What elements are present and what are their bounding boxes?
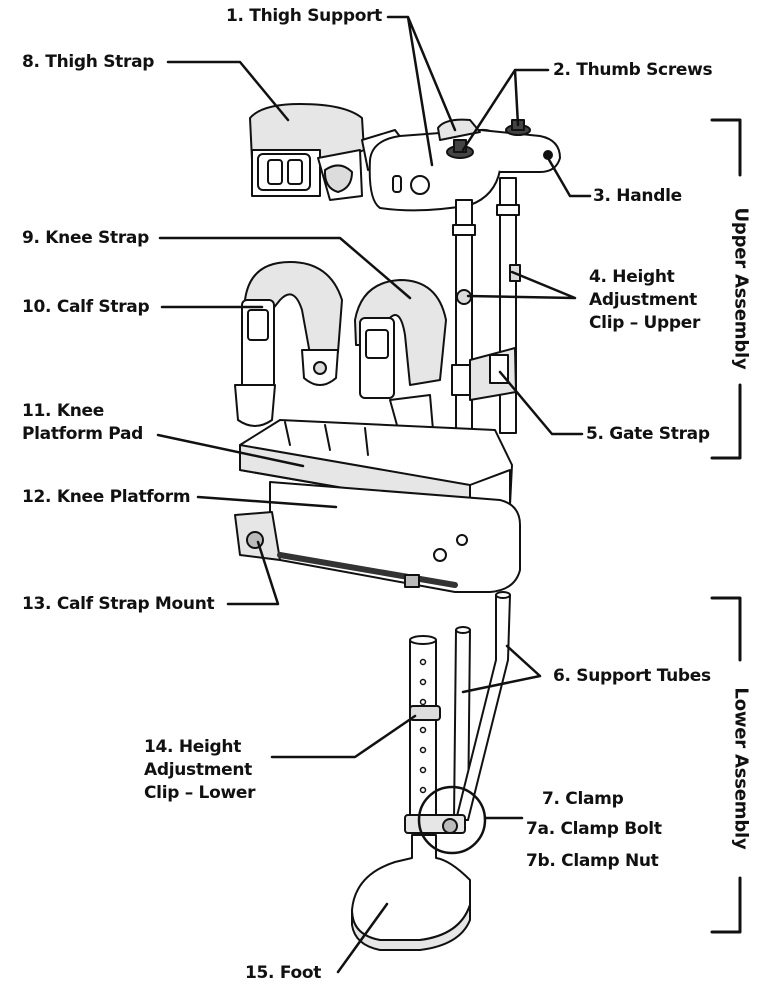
leader-thigh-support — [386, 15, 457, 167]
group-label-lower-assembly: Lower Assembly — [730, 687, 752, 850]
leader-foot — [336, 902, 389, 974]
label-height-clip-lower-line1: 14. Height — [144, 737, 242, 757]
leader-handle — [546, 156, 592, 198]
label-knee-platform: 12. Knee Platform — [22, 487, 191, 507]
label-foot: 15. Foot — [245, 963, 322, 983]
leader-lines — [156, 15, 592, 974]
knee-platform-part — [234, 481, 521, 593]
label-knee-strap: 9. Knee Strap — [22, 228, 149, 248]
leader-support-tubes — [461, 644, 542, 694]
label-clamp-bolt: 7a. Clamp Bolt — [526, 819, 662, 839]
group-brackets — [710, 118, 742, 934]
label-height-clip-upper-line3: Clip – Upper — [589, 313, 701, 333]
label-knee-platform-pad-line2: Platform Pad — [22, 424, 144, 444]
leader-knee-platform — [196, 495, 338, 509]
lower-tubes-part — [404, 591, 511, 834]
lower-assembly-bracket — [710, 596, 742, 934]
label-clamp-nut: 7b. Clamp Nut — [526, 851, 659, 871]
leader-gate-strap — [498, 370, 584, 436]
leader-calf-strap-mount — [226, 540, 280, 606]
label-thumb-screws: 2. Thumb Screws — [553, 60, 713, 80]
clamp-callout-circle — [417, 785, 487, 855]
calf-strap-part — [234, 261, 343, 427]
leader-height-clip-lower — [270, 714, 417, 759]
group-label-upper-assembly: Upper Assembly — [730, 207, 752, 370]
label-knee-platform-pad: 11. Knee Platform Pad — [22, 400, 143, 446]
leader-knee-platform-pad — [156, 433, 305, 468]
label-thigh-support: 1. Thigh Support — [226, 6, 382, 26]
leader-thumb-screws — [461, 68, 550, 152]
label-height-clip-lower: 14. Height Adjustment Clip – Lower — [144, 736, 255, 805]
label-knee-platform-pad-line1: 11. Knee — [22, 401, 104, 421]
label-height-clip-lower-line3: Clip – Lower — [144, 783, 256, 803]
label-gate-strap: 5. Gate Strap — [586, 424, 710, 444]
leader-thigh-strap — [166, 60, 290, 122]
upper-support-tubes-part — [451, 177, 521, 461]
label-support-tubes: 6. Support Tubes — [553, 666, 711, 686]
label-height-clip-lower-line2: Adjustment — [144, 760, 252, 780]
label-calf-strap-mount: 13. Calf Strap Mount — [22, 594, 215, 614]
thigh-strap-part — [249, 103, 411, 201]
label-thigh-strap: 8. Thigh Strap — [22, 52, 155, 72]
knee-strap-part — [354, 279, 447, 441]
leader-height-clip-upper — [466, 270, 577, 300]
upper-assembly-bracket — [710, 118, 742, 460]
thigh-support-part — [368, 118, 561, 212]
leader-knee-strap — [158, 236, 412, 300]
label-clamp: 7. Clamp — [542, 789, 624, 809]
label-handle: 3. Handle — [593, 186, 682, 206]
label-height-clip-upper-line1: 4. Height — [589, 267, 675, 287]
label-height-clip-upper-line2: Adjustment — [589, 290, 697, 310]
label-calf-strap: 10. Calf Strap — [22, 297, 150, 317]
label-height-clip-upper: 4. Height Adjustment Clip – Upper — [589, 266, 700, 335]
